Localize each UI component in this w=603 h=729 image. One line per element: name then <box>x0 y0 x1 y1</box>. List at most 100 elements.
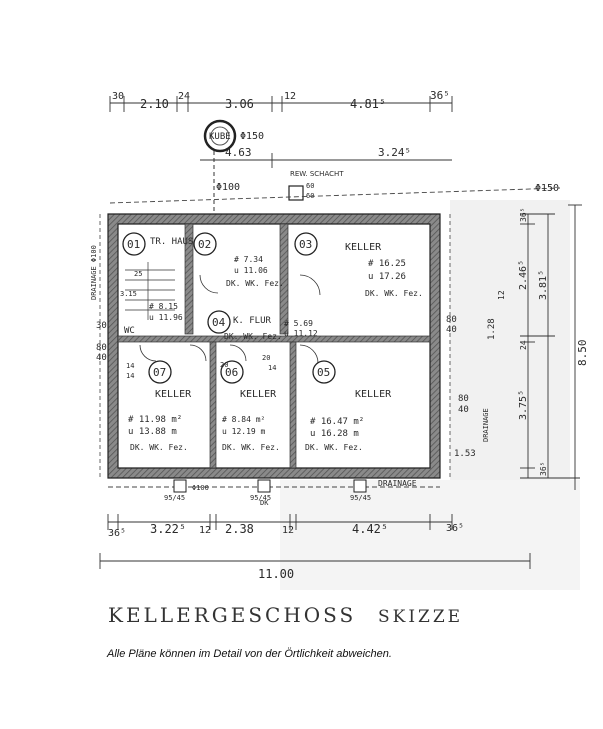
bottom-pipe-label: Φ100 <box>192 484 209 492</box>
room-01: 01 TR. HAUS <box>122 232 193 256</box>
sewer-pipe-label: Φ150 <box>240 131 264 142</box>
room-name: KELLER <box>355 389 392 400</box>
rew-schacht-label: REW. SCHACHT <box>290 170 344 178</box>
disclaimer-caption: Alle Pläne können im Detail von der Örtl… <box>107 648 392 660</box>
room-name: KELLER <box>345 242 382 253</box>
dim-top-1: 30 <box>112 91 124 102</box>
dim-top-3: 24 <box>178 91 190 102</box>
svg-text:14: 14 <box>126 372 134 380</box>
sewer-label: KUBE <box>209 132 231 142</box>
dim-top-second-1: 4.63 <box>225 146 252 159</box>
room-name: KELLER <box>240 389 277 400</box>
room-number: 06 <box>225 366 238 379</box>
dk-label: DK <box>260 499 269 507</box>
plan-subtitle: SKIZZE <box>378 607 463 627</box>
svg-text:3.22⁵: 3.22⁵ <box>150 522 186 536</box>
wc-label: WC <box>124 326 135 336</box>
left-dimensions: DRAINAGE Φ100 30 80 40 <box>90 214 107 478</box>
room-02: 02 # 7.34 u 11.06 DK. WK. Fez. <box>193 232 284 288</box>
dim-top-7: 36⁵ <box>430 89 450 102</box>
svg-text:24: 24 <box>519 340 528 350</box>
bottom-dimension-chain <box>99 514 531 569</box>
svg-text:3.75⁵: 3.75⁵ <box>518 390 529 420</box>
svg-text:36⁵: 36⁵ <box>519 208 528 222</box>
room-04: 04 K. FLUR # 5.69 u 11.12 DK. WK. Fez. <box>207 310 318 341</box>
svg-text:12: 12 <box>199 525 211 536</box>
sewer-manhole: KUBE Φ150 Φ100 <box>203 119 264 216</box>
svg-text:36⁵: 36⁵ <box>446 523 464 534</box>
dim-top-second-2: 3.24⁵ <box>378 146 411 159</box>
building-outline <box>107 213 441 479</box>
room-area: # 7.34 <box>234 255 263 264</box>
room-area: # 8.84 m² <box>222 415 265 424</box>
room-perimeter: u 13.88 m <box>128 427 177 437</box>
svg-text:3.15: 3.15 <box>120 290 137 298</box>
room-finish: DK. WK. Fez. <box>222 443 280 452</box>
svg-text:2.38: 2.38 <box>225 522 254 536</box>
room-name: KELLER <box>155 389 192 400</box>
svg-text:40: 40 <box>446 325 457 335</box>
svg-text:14: 14 <box>126 362 134 370</box>
svg-text:36⁵: 36⁵ <box>108 528 126 539</box>
svg-text:80: 80 <box>96 343 107 353</box>
svg-text:95/45: 95/45 <box>250 494 271 502</box>
svg-text:80: 80 <box>446 315 457 325</box>
room-area: # 16.25 <box>368 259 406 269</box>
room-area: # 11.98 m² <box>128 415 182 425</box>
svg-text:95/45: 95/45 <box>164 494 185 502</box>
top-dimension-chain <box>109 96 453 168</box>
svg-text:30: 30 <box>96 321 107 331</box>
dim-top-5: 12 <box>284 91 296 102</box>
room-number: 04 <box>212 316 226 329</box>
svg-text:95/45: 95/45 <box>350 494 371 502</box>
room-finish: DK. WK. Fez. <box>224 332 282 341</box>
svg-text:40: 40 <box>96 353 107 363</box>
svg-text:12: 12 <box>282 525 294 536</box>
svg-text:14: 14 <box>268 364 276 372</box>
pipe-100-label: Φ100 <box>216 182 240 193</box>
right-dimension-chain <box>520 204 582 490</box>
room-finish: DK. WK. Fez. <box>365 289 423 298</box>
dim-top-2: 2.10 <box>140 97 169 111</box>
svg-text:4.42⁵: 4.42⁵ <box>352 522 388 536</box>
room-number: 05 <box>317 366 330 379</box>
svg-text:DRAINAGE: DRAINAGE <box>482 408 490 442</box>
svg-text:20: 20 <box>220 361 228 369</box>
top-dimension-labels: 30 2.10 24 3.06 12 4.81⁵ 36⁵ 4.63 3.24⁵ <box>112 89 450 159</box>
svg-text:40: 40 <box>458 405 469 415</box>
svg-text:20: 20 <box>262 354 270 362</box>
wc-area-value: # 8.15 <box>149 302 178 311</box>
room-07: 07 KELLER # 11.98 m² u 13.88 m DK. WK. F… <box>128 360 192 452</box>
room-number: 07 <box>153 366 166 379</box>
plan-title: KELLERGESCHOSS <box>108 603 356 627</box>
room-05: 05 KELLER # 16.47 m² u 16.28 m DK. WK. F… <box>305 360 392 452</box>
drainage-line-top <box>109 187 561 204</box>
svg-text:36⁵: 36⁵ <box>539 462 548 476</box>
room-perimeter: u 17.26 <box>368 272 406 282</box>
dim-top-6: 4.81⁵ <box>350 97 386 111</box>
room-perimeter: u 16.28 m <box>310 429 359 439</box>
svg-text:1.28: 1.28 <box>487 318 497 340</box>
room-name: TR. HAUS <box>150 237 193 247</box>
sewer-pipe-right-label: Φ150 <box>535 183 559 194</box>
bottom-total: 11.00 <box>258 567 294 581</box>
room-perimeter: u 11.06 <box>234 266 268 275</box>
bottom-drain-label: DRAINAGE <box>378 479 417 488</box>
room-area: # 5.69 <box>284 319 313 328</box>
room-number: 03 <box>299 238 312 251</box>
room-finish: DK. WK. Fez. <box>226 279 284 288</box>
dim-top-4: 3.06 <box>225 97 254 111</box>
room-finish: DK. WK. Fez. <box>130 443 188 452</box>
left-drainage-label: DRAINAGE Φ100 <box>90 245 98 300</box>
room-name: K. FLUR <box>233 316 272 326</box>
svg-text:2.46⁵: 2.46⁵ <box>518 260 529 290</box>
room-perimeter: u 11.12 <box>284 329 318 338</box>
bottom-dimension-labels: 36⁵ 3.22⁵ 12 2.38 12 4.42⁵ 36⁵ 11.00 <box>108 522 464 581</box>
room-finish: DK. WK. Fez. <box>305 443 363 452</box>
svg-text:80: 80 <box>458 394 469 404</box>
room-number: 02 <box>198 238 211 251</box>
wc-area: # 8.15 u 11.96 WC <box>124 302 183 336</box>
bottom-shafts: 95/45 95/45 95/45 Φ100 DRAINAGE DK <box>164 479 417 507</box>
right-dimension-labels: 36⁵ 2.46⁵ 12 3.81⁵ 1.28 24 3.75⁵ 36⁵ 8.5… <box>446 208 589 476</box>
